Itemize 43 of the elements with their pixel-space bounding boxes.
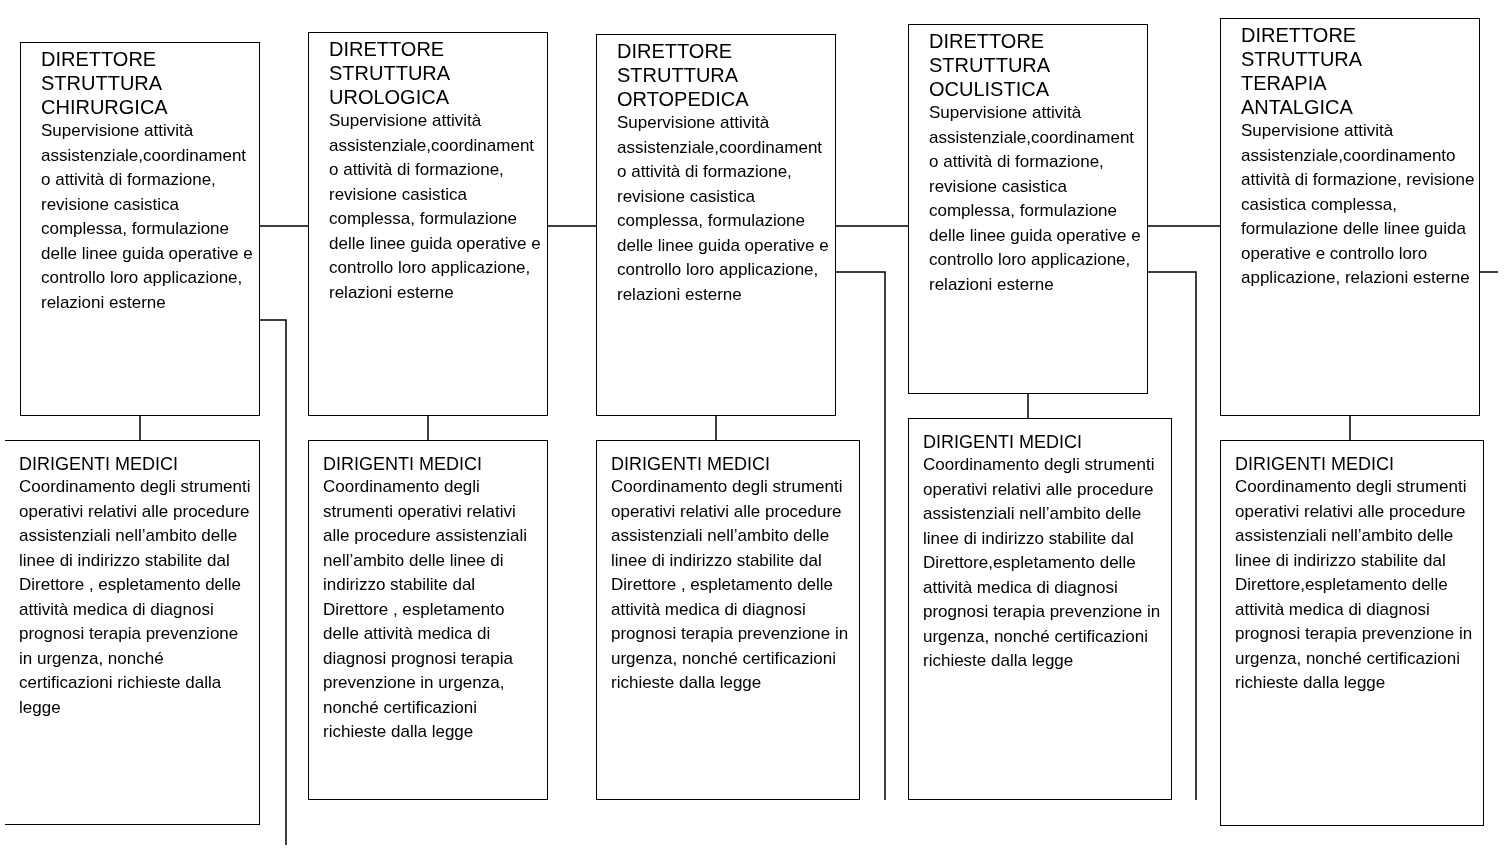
box-description: Supervisione attività assistenziale,coordinamento attività di formazione, revisione casistica complessa, formulazione delle linee guida operative e controllo loro applicazione, relazioni esterne (41, 120, 254, 314)
connector-line (835, 225, 909, 227)
box-description: Supervisione attività assistenziale,coordinamento attività di formazione, revisione casistica complessa, formulazione delle linee guida operative e controllo loro applicazione, relazioni esterne (617, 112, 830, 306)
connector-line (715, 415, 717, 441)
director-box (20, 42, 260, 416)
box-heading: DIRETTORE STRUTTURA CHIRURGICA (41, 47, 169, 119)
box-heading: DIRIGENTI MEDICI (923, 431, 1083, 453)
director-box (596, 34, 836, 416)
connector-line (1479, 271, 1499, 273)
box-description: Supervisione attività assistenziale,coordinamento attività di formazione, revisione casistica complessa, formulazione delle linee guida operative e controllo loro applicazione, relazioni esterne (929, 102, 1142, 296)
medical-staff-box (908, 418, 1172, 800)
medical-staff-box (1220, 440, 1484, 826)
connector-line (835, 271, 886, 801)
box-heading: DIRIGENTI MEDICI (611, 453, 771, 475)
medical-staff-box (596, 440, 860, 800)
connector-line (547, 225, 597, 227)
director-box (1220, 18, 1480, 416)
box-heading: DIRETTORE STRUTTURA TERAPIA ANTALGICA (1241, 23, 1363, 119)
director-box (308, 32, 548, 416)
connector-line (1147, 225, 1221, 227)
connector-line (1147, 271, 1197, 801)
connector-line (1349, 415, 1351, 441)
connector-line (139, 415, 141, 441)
connector-line (259, 225, 309, 227)
director-box (908, 24, 1148, 394)
box-description: Coordinamento degli strumenti operativi relativi alle procedure assistenziali nell’ambito delle linee di indirizzo stabilite dal Direttore , espletamento delle attività medica di diagnosi prognosi terapia prevenzione in urgenza, nonché certificazioni richieste dalla legge (611, 476, 850, 694)
medical-staff-box (308, 440, 548, 800)
box-description: Coordinamento degli strumenti operativi relativi alle procedure assistenziali nell’ambito delle linee di indirizzo stabilite dal Direttore , espletamento delle attività medica di diagnosi prognosi terapia prevenzione in urgenza, nonché certificazioni richieste dalla legge (19, 476, 252, 719)
box-heading: DIRIGENTI MEDICI (19, 453, 179, 475)
box-description: Coordinamento degli strumenti operativi relativi alle procedure assistenziali nell’ambito delle linee di indirizzo stabilite dal Direttore , espletamento delle attività medica di diagnosi prognosi terapia prevenzione in urgenza, nonché certificazioni richieste dalla legge (323, 476, 529, 743)
box-heading: DIRIGENTI MEDICI (1235, 453, 1395, 475)
box-heading: DIRETTORE STRUTTURA UROLOGICA (329, 37, 451, 109)
medical-staff-box (5, 440, 260, 825)
connector-line (259, 319, 287, 846)
box-description: Coordinamento degli strumenti operativi relativi alle procedure assistenziali nell’ambito delle linee di indirizzo stabilite dal Direttore,espletamento delle attività medica di diagnosi prognosi terapia prevenzione in urgenza, nonché certificazioni richieste dalla legge (1235, 476, 1474, 694)
box-heading: DIRETTORE STRUTTURA OCULISTICA (929, 29, 1051, 101)
box-description: Supervisione attività assistenziale,coordinamento attività di formazione, revisione casistica complessa, formulazione delle linee guida operative e controllo loro applicazione, relazioni esterne (329, 110, 542, 304)
box-heading: DIRIGENTI MEDICI (323, 453, 483, 475)
box-description: Supervisione attività assistenziale,coordinamento attività di formazione, revisione casistica complessa, formulazione delle linee guida operative e controllo loro applicazione, relazioni esterne (1241, 120, 1475, 289)
box-heading: DIRETTORE STRUTTURA ORTOPEDICA (617, 39, 750, 111)
connector-line (1027, 393, 1029, 419)
connector-line (427, 415, 429, 441)
box-description: Coordinamento degli strumenti operativi relativi alle procedure assistenziali nell’ambito delle linee di indirizzo stabilite dal Direttore,espletamento delle attività medica di diagnosi prognosi terapia prevenzione in urgenza, nonché certificazioni richieste dalla legge (923, 454, 1162, 672)
